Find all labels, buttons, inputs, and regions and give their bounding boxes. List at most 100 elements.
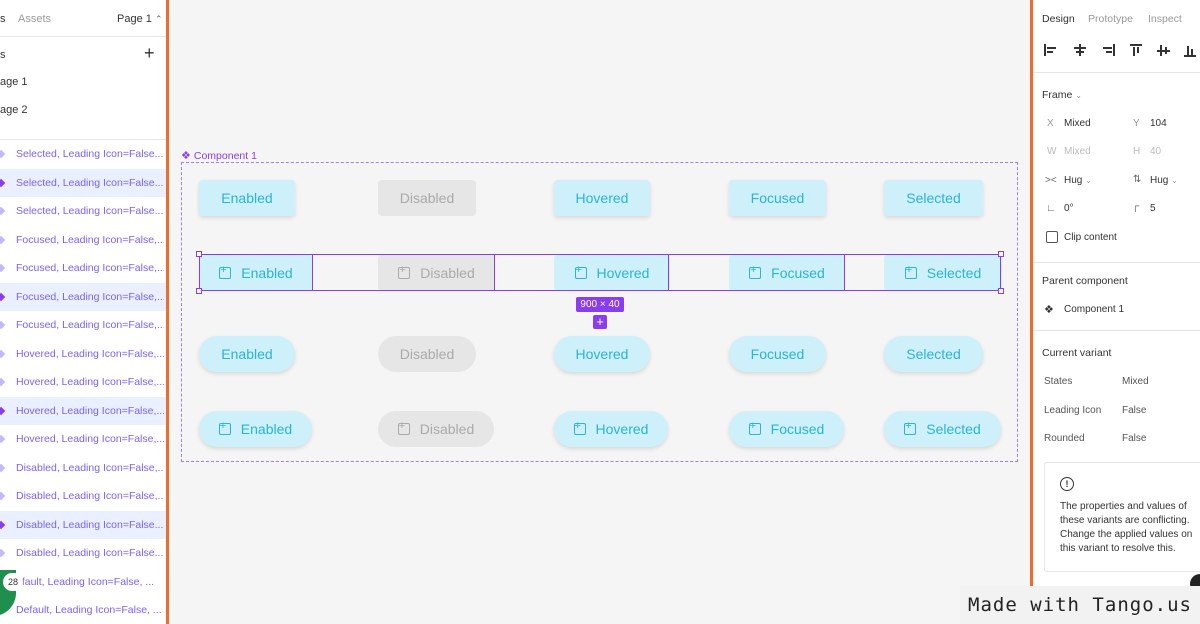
variant-button-hovered[interactable]: Hovered bbox=[554, 411, 668, 447]
align-left-icon[interactable] bbox=[1044, 44, 1058, 56]
layer-item[interactable]: Hovered, Leading Icon=False,... bbox=[0, 368, 166, 396]
pages-header: s + bbox=[0, 37, 166, 69]
variant-button-enabled[interactable]: Enabled bbox=[199, 336, 295, 372]
variant-button-disabled[interactable]: Disabled bbox=[378, 255, 495, 291]
variant-button-enabled[interactable]: Enabled bbox=[199, 180, 295, 216]
variant-button-label: Hovered bbox=[596, 265, 650, 281]
layers-panel: s Assets Page 1 ⌃ s + age 1 age 2 Select… bbox=[0, 0, 169, 624]
hug-horizontal-select[interactable]: Hug ⌄ bbox=[1064, 175, 1092, 186]
align-center-h-icon[interactable] bbox=[1073, 44, 1087, 56]
variant-button-hovered[interactable]: Hovered bbox=[554, 180, 650, 216]
variant-button-focused[interactable]: Focused bbox=[729, 255, 845, 291]
resize-handle[interactable] bbox=[196, 288, 202, 294]
help-button[interactable] bbox=[1190, 574, 1200, 594]
page-item-1[interactable]: age 1 bbox=[0, 69, 166, 97]
page-selector-label: Page 1 bbox=[117, 13, 152, 25]
component-variant-icon bbox=[0, 463, 6, 472]
resize-handle[interactable] bbox=[998, 251, 1004, 257]
layer-item-label: Hovered, Leading Icon=False,... bbox=[16, 404, 164, 417]
variant-button-label: Disabled bbox=[399, 346, 455, 362]
variant-button-hovered[interactable]: Hovered bbox=[554, 336, 650, 372]
variant-button-enabled[interactable]: Enabled bbox=[199, 411, 312, 447]
tab-design[interactable]: Design bbox=[1042, 13, 1075, 25]
layer-item[interactable]: Hovered, Leading Icon=False,... bbox=[0, 340, 166, 368]
layer-item[interactable]: Disabled, Leading Icon=False... bbox=[0, 510, 166, 539]
component-label[interactable]: ❖ Component 1 bbox=[181, 149, 257, 163]
page-item-2[interactable]: age 2 bbox=[0, 97, 166, 125]
layer-item-label: Hovered, Leading Icon=False,... bbox=[16, 433, 164, 445]
layer-item[interactable]: Focused, Leading Icon=False,... bbox=[0, 282, 166, 311]
chevron-up-icon: ⌃ bbox=[154, 14, 163, 24]
layer-item[interactable]: efault, Leading Icon=False, ... bbox=[0, 568, 166, 596]
rotation-input[interactable]: 0° bbox=[1064, 203, 1074, 214]
chevron-down-icon: ⌄ bbox=[1075, 91, 1082, 100]
layer-item-label: Disabled, Leading Icon=False... bbox=[16, 518, 164, 531]
layer-item-label: Focused, Leading Icon=False,... bbox=[16, 319, 164, 331]
align-bottom-icon[interactable] bbox=[1184, 44, 1198, 57]
layer-item[interactable]: Hovered, Leading Icon=False,... bbox=[0, 425, 166, 453]
component-set-frame bbox=[181, 162, 1018, 462]
component-variant-icon bbox=[0, 406, 6, 415]
variant-prop-select[interactable]: False bbox=[1122, 433, 1147, 444]
w-input[interactable]: Mixed bbox=[1064, 146, 1091, 157]
clip-content-checkbox[interactable] bbox=[1046, 231, 1058, 243]
variant-prop-name: Rounded bbox=[1044, 433, 1085, 444]
variant-button-focused[interactable]: Focused bbox=[729, 180, 826, 216]
add-variant-icon[interactable]: + bbox=[593, 315, 607, 329]
clip-content-label: Clip content bbox=[1064, 232, 1117, 243]
component-variant-icon bbox=[0, 149, 6, 159]
variant-prop-select[interactable]: False bbox=[1122, 404, 1147, 416]
variant-button-disabled[interactable]: Disabled bbox=[378, 411, 494, 447]
layer-item-label: Disabled, Leading Icon=False,... bbox=[16, 490, 164, 502]
hug-vertical-select[interactable]: Hug ⌄ bbox=[1150, 175, 1178, 186]
h-input[interactable]: 40 bbox=[1150, 146, 1162, 157]
variant-button-label: Focused bbox=[750, 190, 805, 206]
page-selector[interactable]: Page 1 ⌃ bbox=[117, 13, 162, 25]
variant-prop-select[interactable]: Mixed bbox=[1122, 376, 1149, 387]
x-input[interactable]: Mixed bbox=[1064, 118, 1091, 129]
parent-component-link[interactable]: Component 1 bbox=[1064, 304, 1125, 315]
layer-item[interactable]: Selected, Leading Icon=False... bbox=[0, 140, 166, 168]
add-box-icon bbox=[904, 264, 917, 279]
variant-button-disabled[interactable]: Disabled bbox=[378, 180, 476, 216]
layer-item[interactable]: Hovered, Leading Icon=False,... bbox=[0, 396, 166, 425]
variant-button-selected[interactable]: Selected bbox=[884, 336, 983, 372]
tab-layers[interactable]: s bbox=[0, 13, 6, 25]
layer-item[interactable]: Disabled, Leading Icon=False,... bbox=[0, 454, 166, 482]
layer-item[interactable]: Selected, Leading Icon=False... bbox=[0, 197, 166, 225]
align-center-v-icon[interactable] bbox=[1157, 44, 1171, 56]
variant-button-selected[interactable]: Selected bbox=[884, 255, 1002, 291]
layer-item[interactable]: Selected, Leading Icon=False... bbox=[0, 168, 166, 197]
add-box-icon bbox=[749, 264, 762, 279]
frame-title[interactable]: Frame ⌄ bbox=[1042, 89, 1082, 101]
resize-handle[interactable] bbox=[196, 251, 202, 257]
y-input[interactable]: 104 bbox=[1150, 118, 1167, 129]
w-label: W bbox=[1047, 146, 1057, 157]
align-top-icon[interactable] bbox=[1130, 44, 1144, 56]
tab-assets[interactable]: Assets bbox=[18, 13, 52, 25]
layer-item[interactable]: Focused, Leading Icon=False,... bbox=[0, 254, 166, 282]
variant-button-focused[interactable]: Focused bbox=[729, 411, 844, 447]
corner-radius-input[interactable]: 5 bbox=[1150, 203, 1156, 214]
variant-button-selected[interactable]: Selected bbox=[884, 180, 983, 216]
layer-item[interactable]: Disabled, Leading Icon=False,... bbox=[0, 482, 166, 510]
add-page-icon[interactable]: + bbox=[144, 43, 155, 63]
warning-text: The properties and values of these varia… bbox=[1060, 501, 1193, 554]
parent-component-title: Parent component bbox=[1042, 275, 1128, 287]
tab-prototype[interactable]: Prototype bbox=[1088, 13, 1133, 25]
layer-item[interactable]: Default, Leading Icon=False, ... bbox=[0, 596, 166, 624]
variant-button-focused[interactable]: Focused bbox=[729, 336, 826, 372]
resize-handle[interactable] bbox=[998, 288, 1004, 294]
layer-item[interactable]: Focused, Leading Icon=False,... bbox=[0, 311, 166, 339]
variant-button-enabled[interactable]: Enabled bbox=[199, 255, 313, 291]
page-item-label: age 1 bbox=[0, 76, 28, 88]
layer-item[interactable]: Focused, Leading Icon=False,... bbox=[0, 226, 166, 254]
layer-item[interactable]: Disabled, Leading Icon=False... bbox=[0, 539, 166, 567]
variant-button-hovered[interactable]: Hovered bbox=[554, 255, 670, 291]
tab-inspect[interactable]: Inspect bbox=[1148, 13, 1182, 25]
variant-button-disabled[interactable]: Disabled bbox=[378, 336, 476, 372]
variant-button-selected[interactable]: Selected bbox=[884, 411, 1001, 447]
component-variant-icon bbox=[0, 235, 6, 244]
align-right-icon[interactable] bbox=[1101, 44, 1115, 56]
